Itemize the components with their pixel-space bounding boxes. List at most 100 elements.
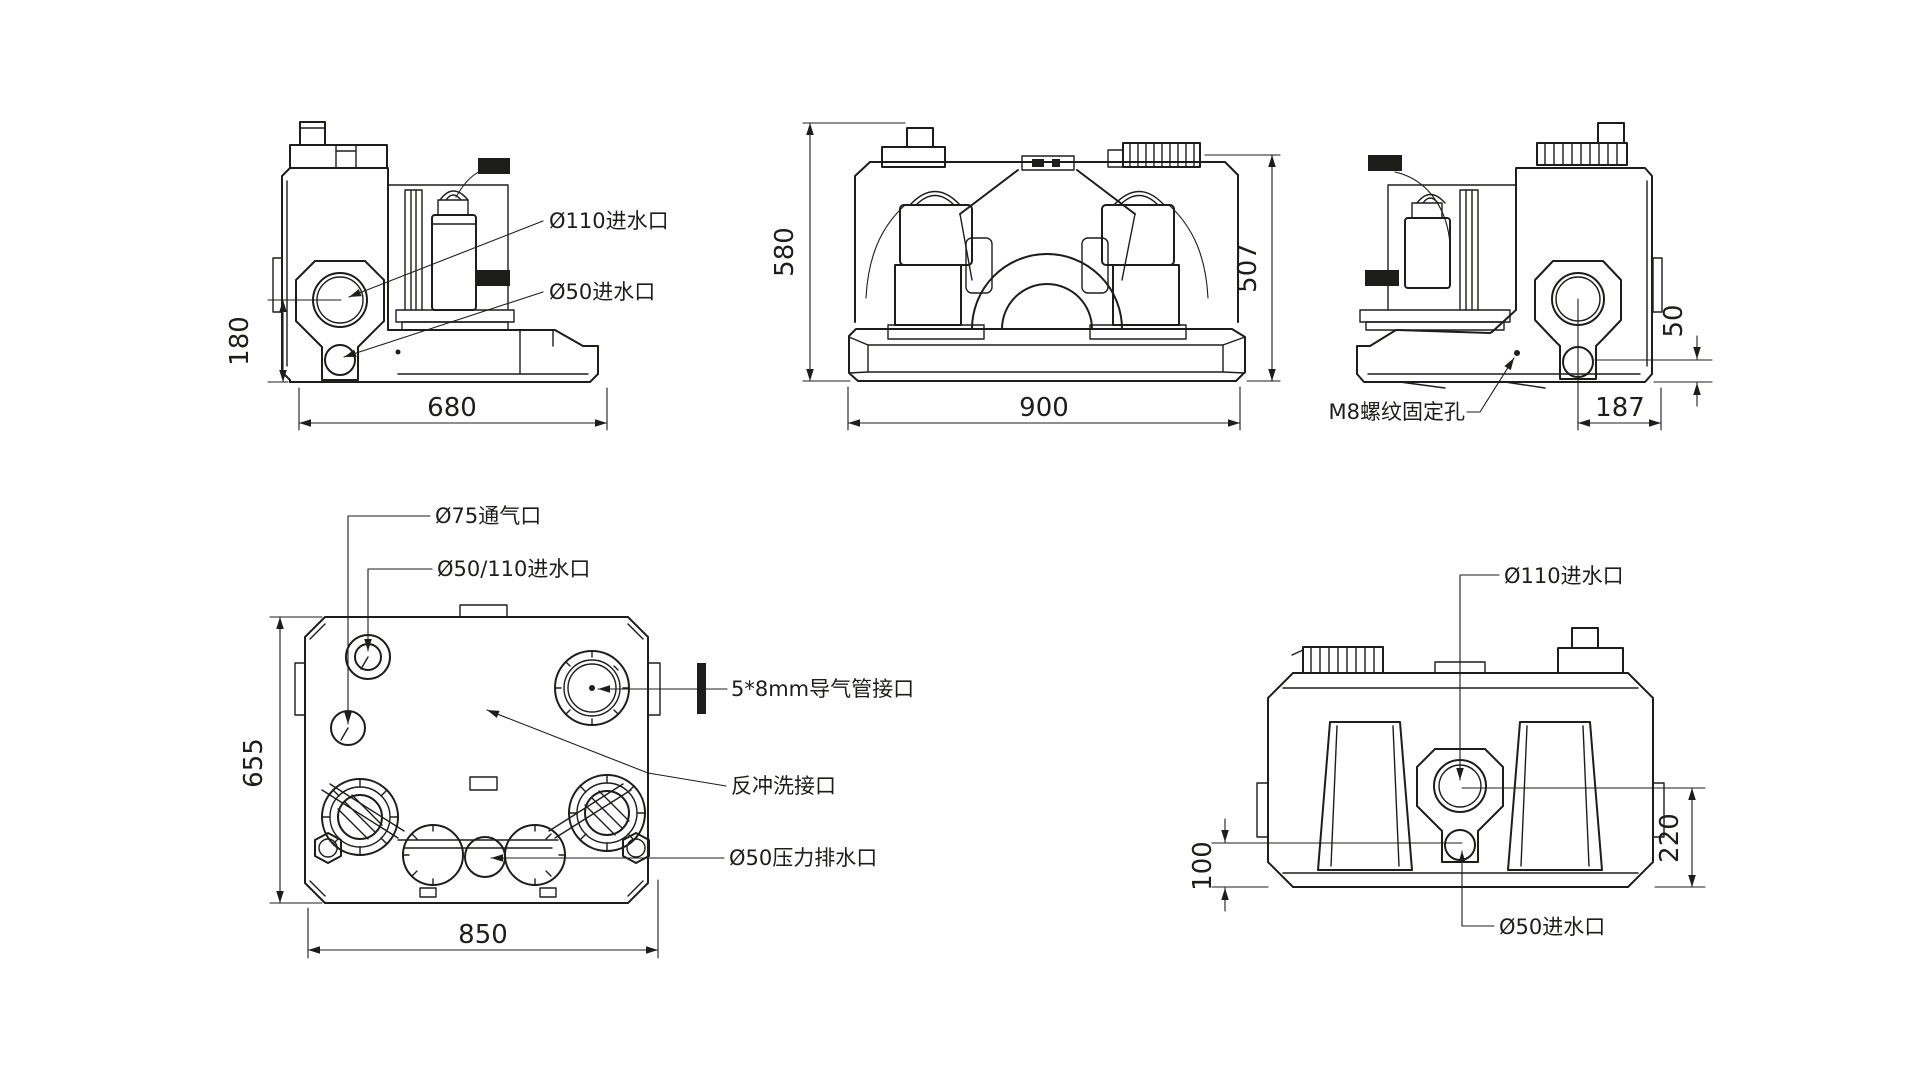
- dim-850-text: 850: [458, 920, 508, 950]
- label-air-tube: 5*8mm导气管接口: [597, 677, 914, 701]
- view-side-right: M8螺纹固定孔 50 187: [1329, 122, 1713, 431]
- side-tab: [294, 662, 306, 716]
- dimension-507: 507: [1204, 154, 1281, 382]
- top-tab: [459, 604, 508, 618]
- right-flange: [568, 774, 650, 864]
- dim-655-text: 655: [239, 738, 269, 788]
- pump-base: [887, 324, 985, 340]
- air-tube-label: 5*8mm导气管接口: [731, 677, 914, 701]
- view-front: 580 507 900: [770, 122, 1281, 431]
- label-backwash: 反冲洗接口: [486, 709, 836, 798]
- right-pump-well: [1507, 721, 1603, 871]
- vent-75-label: Ø75通气口: [435, 504, 541, 528]
- side-tab: [272, 257, 283, 313]
- pump-handle: [909, 190, 961, 206]
- label-inlet-50: Ø50进水口: [1458, 850, 1605, 939]
- screw-cap-ribbed: [1536, 142, 1628, 166]
- dimension-680: 680: [298, 387, 608, 431]
- base-skid: [848, 328, 1246, 382]
- dimension-900: 900: [847, 386, 1241, 431]
- center-fitting: [1021, 155, 1075, 171]
- vent-cap: [1597, 122, 1625, 144]
- pump-platform: [1359, 309, 1511, 323]
- pump-base: [1089, 324, 1187, 340]
- left-pump: [865, 190, 993, 340]
- inlet-110-label: Ø110进水口: [549, 209, 669, 233]
- pump-cable: [865, 204, 906, 299]
- volute-outer-arch: [971, 253, 1123, 330]
- dimension-180: 180: [225, 299, 342, 383]
- hex-fitting: [622, 832, 650, 864]
- base-skid: [1356, 329, 1653, 383]
- pump-pipes: [404, 189, 423, 311]
- dim-507-text: 507: [1233, 243, 1263, 293]
- left-flange: [314, 778, 399, 864]
- label-inlet-50: Ø50进水口: [343, 280, 655, 358]
- pump-bay: [1387, 184, 1517, 311]
- pump-bay: [387, 184, 509, 311]
- label-m8: M8螺纹固定孔: [1329, 357, 1515, 424]
- view-side-left: 180 680 Ø110进水口 Ø50进水口: [225, 121, 669, 431]
- inlet-boss: [1534, 260, 1622, 380]
- pump-hose: [1394, 171, 1451, 246]
- inlet-50-port: [1444, 829, 1476, 861]
- screw-cap-ribbed: [1107, 142, 1201, 168]
- screw-cap-ribbed: [1291, 646, 1384, 674]
- outlet-50-port: [464, 836, 506, 878]
- vent-cap: [1557, 627, 1624, 674]
- inlet-50-label: Ø50进水口: [549, 280, 655, 304]
- side-tab: [1652, 782, 1665, 838]
- tank-outline: [1267, 672, 1654, 888]
- view-rear: Ø110进水口 Ø50进水口 100 220: [1188, 564, 1706, 939]
- center-manifold: [959, 169, 1136, 330]
- outlet-assembly: [402, 824, 566, 898]
- dimension-100: 100: [1188, 818, 1463, 912]
- tank-outline: [281, 167, 389, 383]
- dimension-187: 187: [1577, 387, 1662, 431]
- pump-handle: [1416, 193, 1446, 204]
- dimension-50: 50: [1594, 304, 1713, 407]
- base-skid: [289, 309, 599, 383]
- dim-50-text: 50: [1659, 304, 1689, 337]
- inlet-50-110-label: Ø50/110进水口: [437, 557, 590, 581]
- side-tab: [1256, 782, 1269, 838]
- label-vent-75: Ø75通气口: [344, 504, 541, 725]
- pump-cable: [1168, 204, 1209, 299]
- label-inlet-110: Ø110进水口: [348, 209, 669, 298]
- pump-handle: [439, 190, 469, 201]
- dimension-655: 655: [239, 616, 323, 904]
- tank-outline: [854, 161, 1239, 323]
- inlet-110-label: Ø110进水口: [1504, 564, 1624, 588]
- right-pump: [1081, 190, 1209, 340]
- vent-cap: [299, 121, 326, 146]
- float-switch: [965, 237, 993, 294]
- view-top: Ø75通气口 Ø50/110进水口 5*8mm导气管接口 反冲洗接口 Ø50压力…: [239, 504, 914, 959]
- dim-680-text: 680: [427, 393, 477, 423]
- tank-top-outline: [304, 616, 649, 904]
- pump-body: [431, 214, 477, 311]
- hex-fitting: [314, 832, 342, 864]
- outlet-50-label: Ø50压力排水口: [729, 846, 877, 870]
- dimension-220: 220: [1461, 787, 1706, 888]
- air-tube-port: [554, 650, 630, 726]
- dim-180-text: 180: [225, 316, 255, 366]
- pump-motor: [1101, 204, 1175, 266]
- pipe-fitting: [1368, 155, 1402, 171]
- side-tab: [1652, 257, 1663, 313]
- volute-inner-arch: [1001, 283, 1093, 330]
- label-outlet-50: Ø50压力排水口: [490, 846, 877, 870]
- m8-label: M8螺纹固定孔: [1329, 400, 1465, 424]
- dim-900-text: 900: [1019, 393, 1069, 423]
- inlet-50-label: Ø50进水口: [1499, 915, 1605, 939]
- pipe-fitting: [476, 270, 510, 286]
- dim-580-text: 580: [770, 227, 800, 277]
- float-switch: [1081, 237, 1109, 294]
- pipe-fitting: [1365, 270, 1399, 286]
- dim-220-text: 220: [1655, 813, 1685, 863]
- backwash-label: 反冲洗接口: [731, 774, 836, 798]
- m8-hole-dot: [1514, 350, 1520, 356]
- label-inlet-50-110: Ø50/110进水口: [364, 557, 590, 652]
- pump-body: [1404, 217, 1451, 289]
- left-cap: [881, 146, 946, 168]
- dim-100-text: 100: [1188, 841, 1218, 891]
